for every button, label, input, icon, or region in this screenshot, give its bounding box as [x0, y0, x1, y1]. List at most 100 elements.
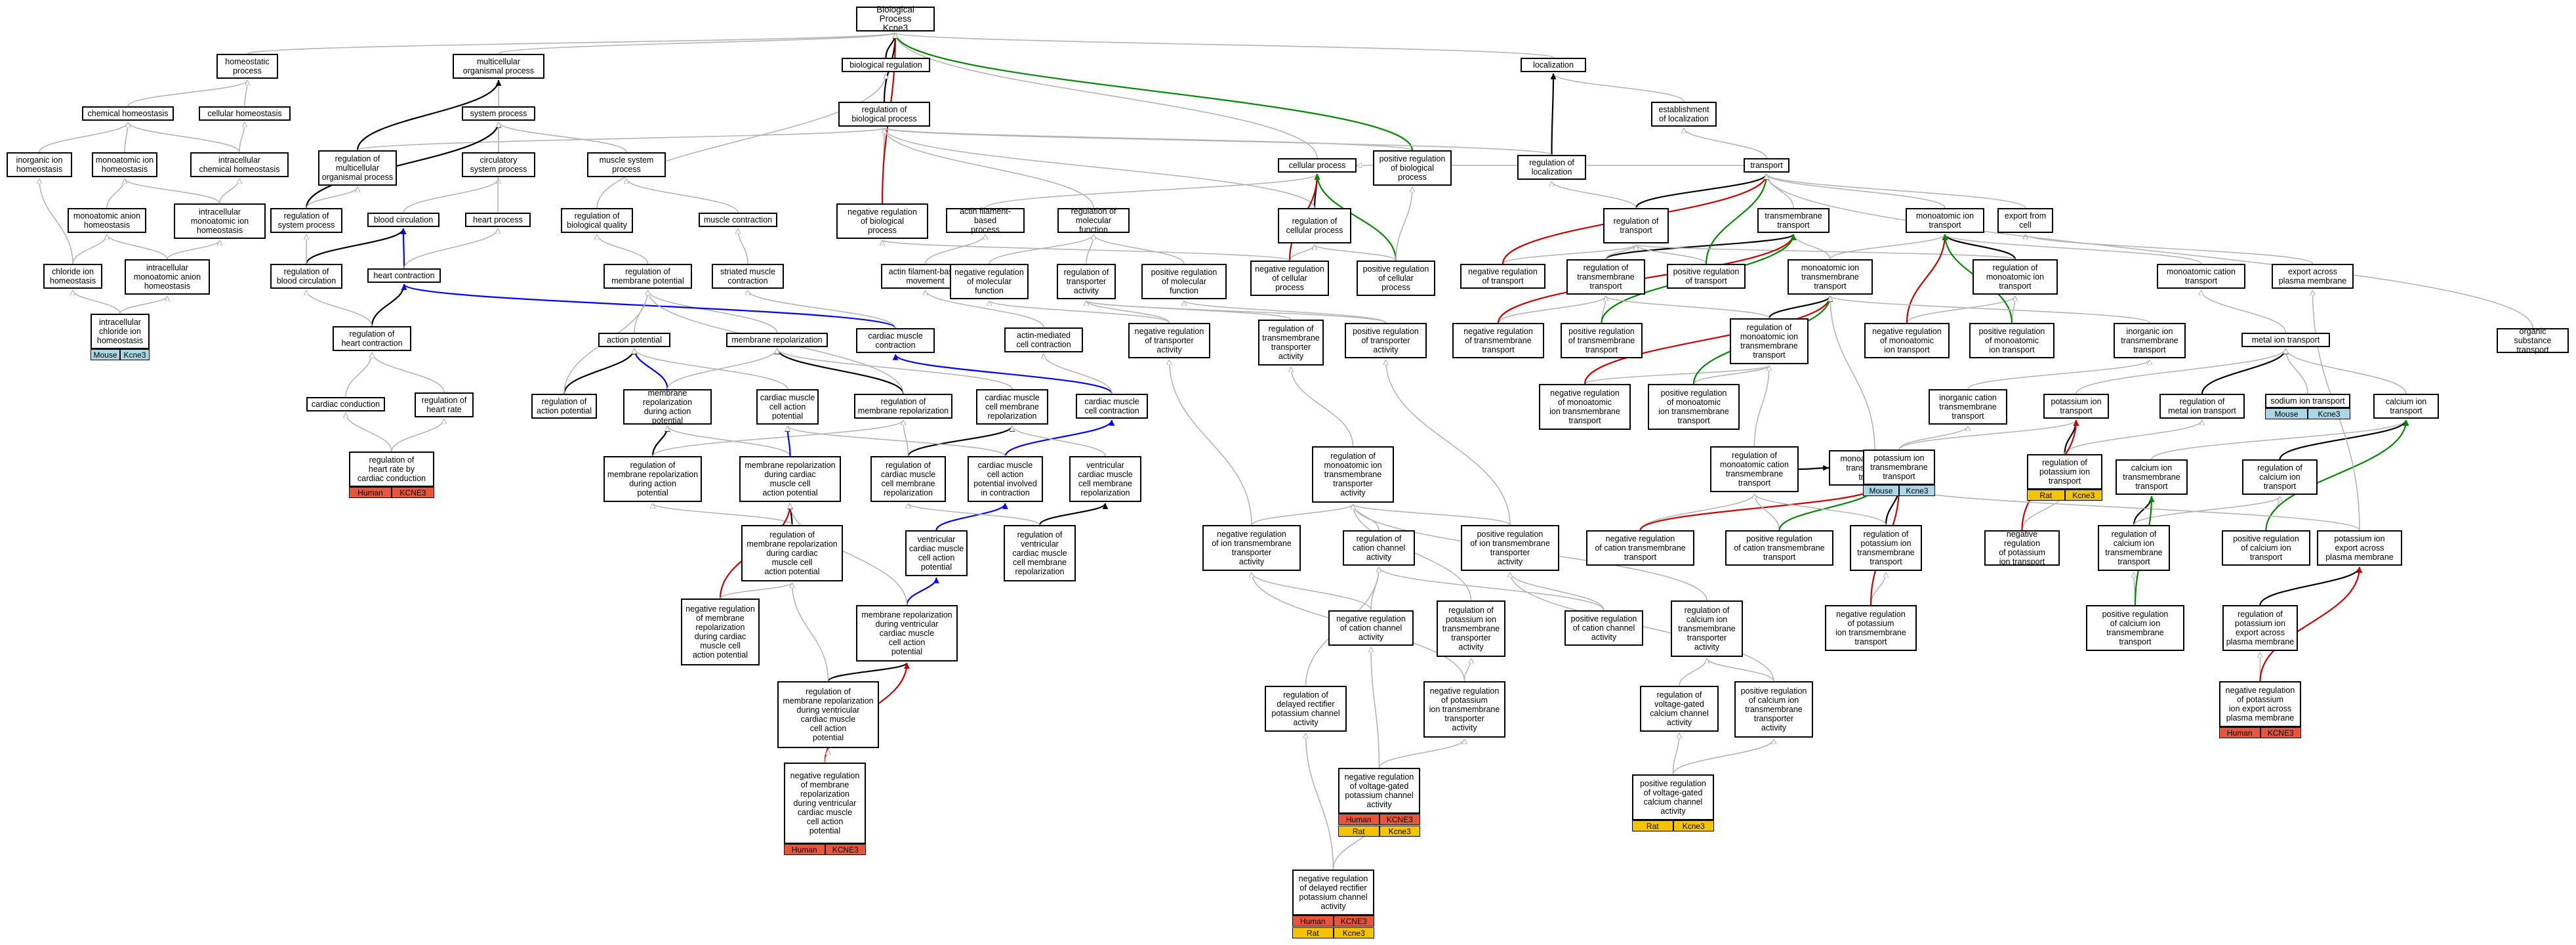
go-term-node-regmonoiontransport[interactable]: regulation of monoatomic ion transport [1973, 259, 2058, 295]
go-term-node-actpot[interactable]: action potential [598, 333, 670, 347]
go-term-node-posregmolfunc[interactable]: positive regulation of molecular functio… [1141, 264, 1227, 299]
go-term-node-regpottransport[interactable]: regulation of potassium ion transport [2027, 454, 2102, 490]
go-term-node-cellhomeo[interactable]: cellular homeostasis [199, 106, 291, 121]
go-term-node-posregtransact[interactable]: positive regulation of transporter activ… [1345, 323, 1427, 358]
go-term-node-regmembrepolvent[interactable]: regulation of membrane repolarization du… [777, 681, 879, 748]
go-term-node-negregiontmtransact[interactable]: negative regulation of ion transmembrane… [1202, 525, 1301, 571]
go-term-node-negregtransact[interactable]: negative regulation of transporter activ… [1128, 323, 1210, 358]
go-term-node-circsys[interactable]: circulatory system process [462, 152, 535, 177]
go-term-node-regtmtransact[interactable]: regulation of transmembrane transporter … [1258, 320, 1324, 366]
go-term-node-regmonoiontmtransact[interactable]: regulation of monoatomic ion transmembra… [1312, 446, 1394, 503]
go-term-node-regpottmtransact[interactable]: regulation of potassium ion transmembran… [1437, 600, 1505, 657]
go-term-node-regmultiorg[interactable]: regulation of multicellular organismal p… [318, 150, 397, 186]
go-term-node-posregbioproc[interactable]: positive regulation of biological proces… [1373, 150, 1452, 186]
go-term-node-posregtmtransport[interactable]: positive regulation of transmembrane tra… [1561, 323, 1643, 358]
go-term-node-regcalciumtransport[interactable]: regulation of calcium ion transport [2242, 459, 2318, 495]
go-term-node-negregmembrepolvent[interactable]: negative regulation of membrane repolari… [784, 763, 866, 844]
go-term-node-exportplasma[interactable]: export across plasma membrane [2272, 264, 2354, 289]
go-term-node-musclecontr[interactable]: muscle contraction [699, 213, 777, 227]
go-term-node-tmtransport[interactable]: transmembrane transport [1757, 208, 1830, 233]
go-term-node-regcalciumtmtransport[interactable]: regulation of calcium ion transmembrane … [2098, 525, 2170, 571]
go-term-node-negregpotexport[interactable]: negative regulation of potassium ion exp… [2219, 681, 2301, 727]
go-term-node-negregcationtmtransport[interactable]: negative regulation of cation transmembr… [1586, 530, 1694, 566]
go-term-node-striatedcontr[interactable]: striated muscle contraction [712, 264, 784, 289]
go-term-node-transport[interactable]: transport [1744, 158, 1789, 173]
go-term-node-actfilproc[interactable]: actin filament-based process [946, 207, 1025, 234]
go-term-node-bp[interactable]: Biological Process Kcne3 [856, 5, 935, 33]
go-term-node-posregvgcalcium[interactable]: positive regulation of voltage-gated cal… [1632, 774, 1714, 820]
go-term-node-posregmonoiontransport[interactable]: positive regulation of monoatomic ion tr… [1969, 323, 2055, 358]
go-term-node-heartcontr[interactable]: heart contraction [367, 268, 441, 283]
go-term-node-regcalciumtmtransact[interactable]: regulation of calcium ion transmembrane … [1671, 600, 1743, 657]
go-term-node-regcardmembrepol[interactable]: regulation of cardiac muscle cell membra… [870, 456, 946, 502]
go-term-node-monoanionhomeo[interactable]: monoatomic anion homeostasis [68, 208, 146, 233]
go-term-node-sysproc[interactable]: system process [462, 106, 535, 121]
go-term-node-bioreg[interactable]: biological regulation [842, 58, 930, 72]
go-term-node-negregvgpot[interactable]: negative regulation of voltage-gated pot… [1338, 768, 1420, 814]
go-term-node-regsysproc[interactable]: regulation of system process [270, 208, 342, 233]
go-term-node-negregcationchannel[interactable]: negative regulation of cation channel ac… [1328, 610, 1414, 646]
go-term-node-negregtmtransport[interactable]: negative regulation of transmembrane tra… [1452, 323, 1544, 358]
go-term-node-regloc[interactable]: regulation of localization [1517, 155, 1586, 180]
go-term-node-regtransport[interactable]: regulation of transport [1603, 208, 1669, 243]
go-term-node-negregpottmtransport[interactable]: negative regulation of potassium ion tra… [1825, 605, 1917, 651]
go-term-node-monocationtransport[interactable]: monoatomic cation transport [2157, 264, 2245, 289]
go-term-node-cardactpot[interactable]: cardiac muscle cell action potential [756, 389, 819, 425]
go-term-node-chemhomeo[interactable]: chemical homeostasis [82, 106, 174, 121]
go-term-node-posregcalciumtmtransact[interactable]: positive regulation of calcium ion trans… [1734, 681, 1813, 738]
go-term-node-intrachemhomeo[interactable]: intracellular chemical homeostasis [190, 152, 289, 177]
go-term-node-potexportplasma[interactable]: potassium ion export across plasma membr… [2317, 530, 2402, 566]
go-term-node-regdelayed[interactable]: regulation of delayed rectifier potassiu… [1265, 686, 1347, 732]
go-term-node-bloodcirc[interactable]: blood circulation [367, 213, 440, 227]
go-term-node-intrachloridehomeo[interactable]: intracellular chloride ion homeostasis [91, 314, 150, 349]
go-term-node-regcationtmtransport[interactable]: regulation of monoatomic cation transmem… [1710, 446, 1799, 492]
go-term-node-regbioqual[interactable]: regulation of biological quality [561, 208, 633, 233]
go-term-node-monoiontmtransport[interactable]: monoatomic ion transmembrane transport [1788, 259, 1873, 295]
go-term-node-posregcalciumtmtransport[interactable]: positive regulation of calcium ion trans… [2086, 605, 2184, 651]
go-term-node-localization[interactable]: localization [1521, 58, 1586, 72]
go-term-node-calciumtmtransport[interactable]: calcium ion transmembrane transport [2116, 459, 2188, 495]
go-term-node-monoiontransport[interactable]: monoatomic ion transport [1906, 208, 1984, 233]
go-term-node-estloc[interactable]: establishment of localization [1651, 102, 1717, 127]
go-term-node-membrepolact[interactable]: membrane repolarization during action po… [623, 388, 712, 425]
go-term-node-actincontr[interactable]: actin-mediated cell contraction [1004, 327, 1083, 352]
go-term-node-regmembpot[interactable]: regulation of membrane potential [603, 264, 692, 289]
go-term-node-regmembrepolcard[interactable]: regulation of membrane repolarization du… [741, 525, 843, 581]
go-term-node-posregmonoiontmtransport[interactable]: positive regulation of monoatomic ion tr… [1648, 384, 1740, 430]
go-term-node-regpotexport[interactable]: regulation of potassium ion export acros… [2222, 605, 2298, 651]
go-term-node-cardactcontr[interactable]: cardiac muscle cell action potential inv… [968, 456, 1043, 502]
go-term-node-negregmonoiontmtransport[interactable]: negative regulation of monoatomic ion tr… [1539, 384, 1631, 430]
go-term-node-negregtransport[interactable]: negative regulation of transport [1460, 264, 1545, 289]
go-term-node-posregcationchannel[interactable]: positive regulation of cation channel ac… [1564, 610, 1643, 646]
go-term-node-regheartrate[interactable]: regulation of heart rate [415, 392, 474, 417]
go-term-node-cardcellcontr[interactable]: cardiac muscle cell contraction [1076, 394, 1148, 419]
go-term-node-regventmembrepol[interactable]: regulation of ventricular cardiac muscle… [1004, 525, 1076, 581]
go-term-node-monoionhomeo[interactable]: monoatomic ion homeostasis [92, 152, 157, 177]
go-term-node-membrepolcardact[interactable]: membrane repolarization during cardiac m… [739, 456, 841, 502]
go-term-node-cardcond[interactable]: cardiac conduction [306, 397, 385, 411]
go-term-node-potiontransport[interactable]: potassium ion transport [2043, 394, 2109, 419]
go-term-node-inorgtmtransport[interactable]: inorganic ion transmembrane transport [2114, 323, 2186, 358]
go-term-node-negregdelayed[interactable]: negative regulation of delayed rectifier… [1292, 870, 1374, 915]
go-term-node-homeo[interactable]: homeostatic process [216, 54, 278, 79]
go-term-node-regmembrepolact[interactable]: regulation of membrane repolarization du… [603, 456, 702, 502]
go-term-node-calciumtransport[interactable]: calcium ion transport [2373, 394, 2439, 419]
go-term-node-regtransact[interactable]: regulation of transporter activity [1057, 264, 1116, 299]
go-term-node-regbioproc[interactable]: regulation of biological process [838, 102, 930, 127]
go-term-node-ventmembrepol[interactable]: ventricular cardiac muscle cell membrane… [1069, 456, 1141, 502]
go-term-node-posregiontmtransact[interactable]: positive regulation of ion transmembrane… [1461, 525, 1559, 571]
go-term-node-posregcellproc[interactable]: positive regulation of cellular process [1357, 261, 1435, 296]
go-term-node-exportcell[interactable]: export from cell [1997, 208, 2053, 233]
go-term-node-regactpot[interactable]: regulation of action potential [531, 394, 597, 419]
go-term-node-intramonoanionhomeo[interactable]: intracellular monoatomic anion homeostas… [125, 259, 210, 295]
go-term-node-regheartcontr[interactable]: regulation of heart contraction [333, 326, 411, 351]
go-term-node-inorghomeo[interactable]: inorganic ion homeostasis [7, 152, 72, 177]
go-term-node-musclesys[interactable]: muscle system process [587, 152, 666, 177]
go-term-node-regmetaliontransport[interactable]: regulation of metal ion transport [2159, 394, 2245, 419]
go-term-node-regbloodcirc[interactable]: regulation of blood circulation [270, 264, 342, 289]
go-term-node-cardmembrepol[interactable]: cardiac muscle cell membrane repolarizat… [976, 389, 1048, 425]
go-term-node-negregcellproc[interactable]: negative regulation of cellular process [1250, 261, 1329, 296]
go-term-node-regcellproc[interactable]: regulation of cellular process [1278, 208, 1351, 243]
go-term-node-regcationchannel[interactable]: regulation of cation channel activity [1343, 530, 1415, 566]
go-term-node-regmolfunc[interactable]: regulation of molecular function [1057, 207, 1130, 234]
